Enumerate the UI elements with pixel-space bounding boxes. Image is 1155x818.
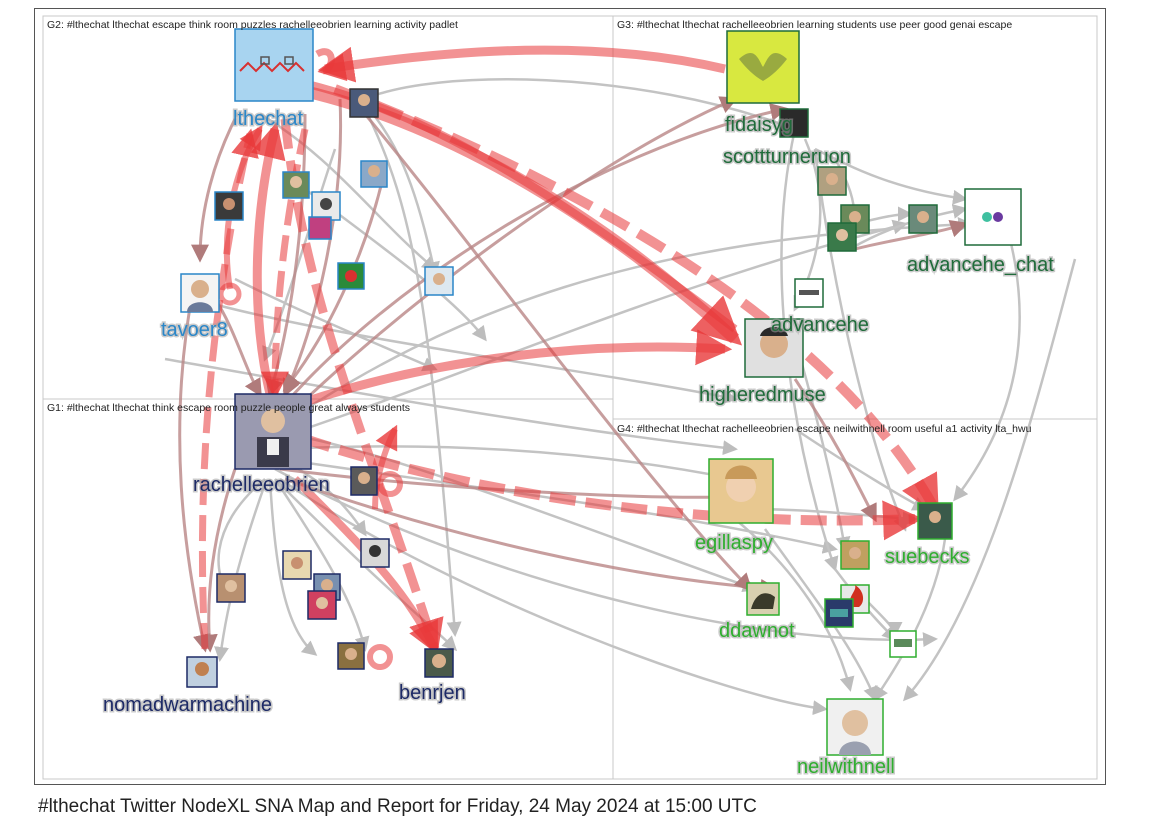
node-benrjen[interactable] — [424, 648, 454, 678]
edge-lthechat-rachelleeobrien — [261, 128, 309, 400]
node-tavoer8[interactable] — [180, 273, 220, 313]
node-suebecks[interactable] — [917, 502, 953, 540]
group-titles: G2: #lthechat lthechat escape think room… — [47, 19, 1032, 435]
node-labels: lthechat tavoer8 rachelleeobrien nomadwa… — [102, 107, 1056, 780]
labeled-node-images — [180, 28, 1022, 756]
node-fidaisyg[interactable] — [726, 30, 800, 104]
node-small-10[interactable] — [360, 538, 390, 568]
red-edges — [198, 45, 940, 670]
network-graph-frame: G2: #lthechat lthechat escape think room… — [34, 8, 1106, 785]
edge-rachelleeobrien-lthechat — [250, 122, 286, 396]
node-small-8[interactable] — [424, 266, 454, 296]
node-small-9[interactable] — [350, 466, 378, 496]
edge-rachelleeobrien-suebecks — [303, 434, 923, 541]
network-graph: G2: #lthechat lthechat escape think room… — [42, 15, 1098, 780]
edge-lthechat-suebecks — [333, 84, 940, 516]
group-title-g2: G2: #lthechat lthechat escape think room… — [47, 19, 458, 31]
node-small-12[interactable] — [216, 573, 246, 603]
selfloop-benrjen — [367, 644, 393, 670]
edge-lthechat-selfloop — [315, 48, 348, 82]
edge-fidaisyg-lthechat — [317, 45, 727, 83]
node-small-5[interactable] — [311, 191, 341, 221]
node-small-7[interactable] — [337, 262, 365, 290]
label-lthechat: lthechat — [233, 108, 303, 130]
node-small-23[interactable] — [824, 598, 854, 628]
selfloop-rachelleeobrien — [377, 471, 403, 497]
label-fidaisyg: fidaisyg — [725, 114, 793, 136]
node-small-16[interactable] — [817, 166, 847, 196]
label-ddawnot: ddawnot — [719, 620, 795, 642]
node-small-22[interactable] — [840, 584, 870, 614]
node-small-14[interactable] — [307, 590, 337, 620]
node-small-24[interactable] — [889, 630, 917, 658]
edge-lthechat-benrjen — [280, 118, 444, 656]
small-nodes — [214, 88, 938, 670]
label-neilwithnell: neilwithnell — [797, 756, 895, 778]
node-advancehe_chat[interactable] — [964, 188, 1022, 246]
label-advancehe: advancehe — [771, 314, 869, 336]
node-neilwithnell[interactable] — [826, 698, 884, 756]
node-small-11[interactable] — [282, 550, 312, 580]
node-nomadwarmachine[interactable] — [186, 656, 218, 688]
label-benrjen: benrjen — [399, 682, 466, 704]
group-title-g4: G4: #lthechat lthechat rachelleeobrien e… — [617, 423, 1032, 435]
node-small-4[interactable] — [214, 191, 244, 221]
label-rachelleeobrien: rachelleeobrien — [193, 474, 330, 496]
node-small-2[interactable] — [360, 160, 388, 188]
label-egillaspy: egillaspy — [695, 532, 773, 554]
label-scottturneruon: scottturneruon — [723, 146, 851, 168]
group-title-g1: G1: #lthechat lthechat think escape room… — [47, 402, 410, 414]
label-nomadwarmachine: nomadwarmachine — [103, 694, 272, 716]
label-suebecks: suebecks — [885, 546, 970, 568]
node-small-1[interactable] — [349, 88, 379, 118]
node-small-6[interactable] — [308, 216, 332, 240]
node-higheredmuse[interactable] — [744, 318, 804, 378]
label-higheredmuse: higheredmuse — [699, 384, 826, 406]
node-egillaspy[interactable] — [708, 458, 774, 524]
node-ddawnot[interactable] — [746, 582, 780, 616]
figure-caption: #lthechat Twitter NodeXL SNA Map and Rep… — [38, 796, 757, 817]
node-small-20[interactable] — [779, 108, 809, 138]
node-small-15[interactable] — [337, 642, 365, 670]
node-lthechat[interactable] — [234, 28, 314, 102]
group-title-g3: G3: #lthechat lthechat rachelleeobrien l… — [617, 19, 1012, 31]
label-advancehe_chat: advancehe_chat — [907, 254, 1054, 276]
node-rachelleeobrien[interactable] — [234, 393, 312, 470]
edge-benrjen-rachelleeobrien — [372, 424, 398, 510]
node-advancehe[interactable] — [794, 278, 824, 308]
edge-rachelleeobrien-higheredmuse — [283, 329, 733, 414]
node-small-3[interactable] — [282, 171, 310, 199]
selfloop-tavoer8 — [218, 282, 242, 306]
brown-edges — [178, 96, 969, 653]
node-small-19[interactable] — [908, 204, 938, 234]
node-small-21[interactable] — [840, 540, 870, 570]
node-small-18[interactable] — [827, 222, 857, 252]
label-tavoer8: tavoer8 — [161, 319, 228, 341]
